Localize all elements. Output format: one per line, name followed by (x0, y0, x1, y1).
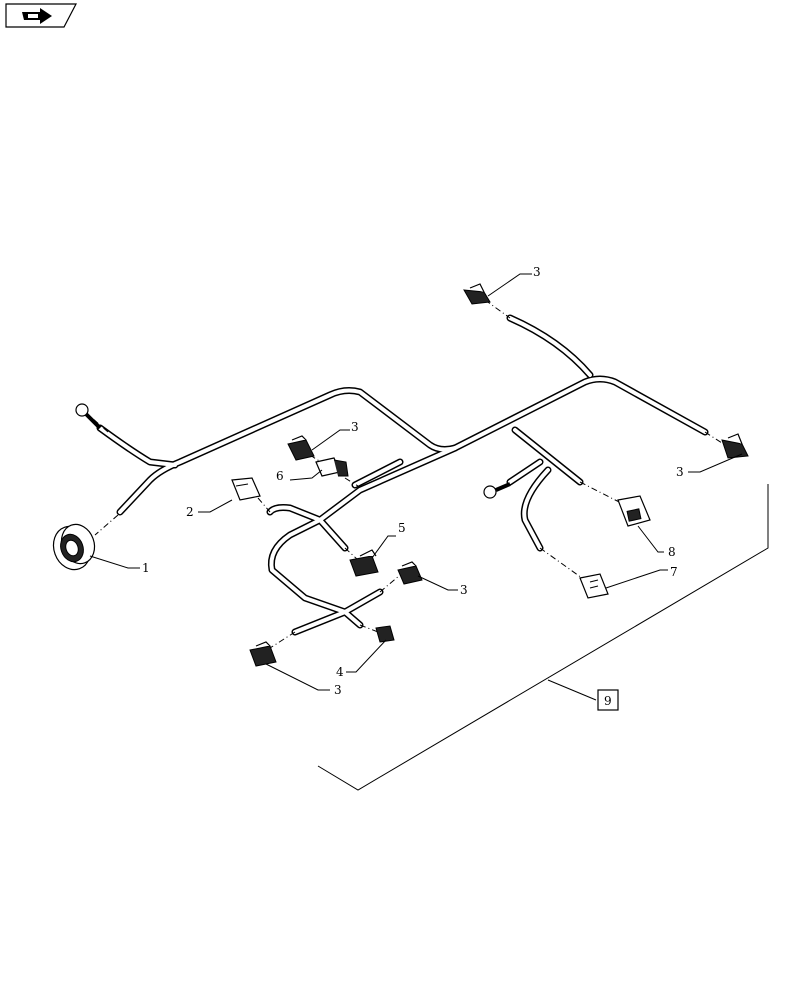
connector-part-3-center-top (287, 435, 315, 461)
callout-5: 5 (398, 521, 406, 535)
connector-part-3-center (397, 561, 423, 585)
connector-part-3-top (463, 283, 491, 305)
connector-part-4 (375, 625, 395, 643)
round-connector-part (52, 523, 96, 571)
callout-labels: 1 2 3 3 3 3 3 4 5 6 7 8 9 (142, 265, 684, 711)
nav-arrow-button[interactable] (5, 3, 77, 28)
callout-3-center: 3 (460, 583, 468, 597)
callout-3-top: 3 (533, 265, 541, 279)
callout-4: 4 (336, 665, 344, 679)
arrow-right-icon (22, 8, 52, 24)
connector-part-2 (231, 477, 261, 501)
assembly-bracket (317, 484, 769, 791)
connector-part-3-bottom (249, 641, 277, 667)
harness-wires (96, 314, 709, 636)
connector-part-6 (315, 457, 349, 477)
callout-6: 6 (276, 469, 284, 483)
callout-7: 7 (670, 565, 678, 579)
callout-9-box (597, 689, 619, 711)
ring-terminal-top (75, 403, 102, 430)
callout-1: 1 (142, 561, 150, 575)
callout-3-center-top: 3 (351, 420, 359, 434)
leader-lines (89, 273, 743, 701)
connector-part-8 (617, 495, 651, 527)
connector-part-3-right (721, 433, 749, 459)
callout-2: 2 (186, 505, 194, 519)
connector-part-7 (579, 573, 609, 599)
connection-lines (91, 299, 726, 649)
callout-8: 8 (668, 545, 676, 559)
callout-3-right: 3 (676, 465, 684, 479)
callout-3-bottom: 3 (334, 683, 342, 697)
connector-part-5 (349, 549, 379, 577)
ring-terminal-middle (483, 482, 511, 499)
callout-9: 9 (604, 694, 612, 708)
